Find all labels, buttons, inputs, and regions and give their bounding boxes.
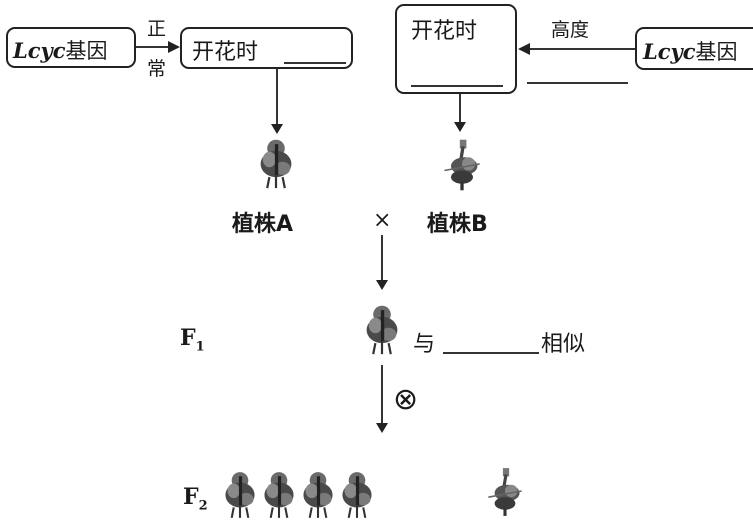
selfing-down-line bbox=[381, 365, 383, 427]
arrow-label-normal-top: 正 bbox=[147, 18, 167, 40]
f2-tall-plant-icon bbox=[486, 466, 524, 518]
selfing-down-arrowhead bbox=[376, 423, 388, 433]
left-trait-text: 开花时 bbox=[192, 40, 259, 65]
f1-letter: F bbox=[180, 325, 196, 351]
f1-similar-prefix: 与 bbox=[413, 332, 436, 357]
f2-bushy-plant-icon bbox=[302, 471, 334, 519]
cross-down-arrowhead bbox=[376, 280, 388, 290]
left-trait-blank bbox=[284, 62, 346, 64]
left-gene-arrowhead bbox=[168, 41, 180, 53]
f2-label: F2 bbox=[183, 484, 208, 513]
gene-suffix: 基因 bbox=[65, 39, 108, 63]
left-gene-label: Lcyc基因 bbox=[13, 35, 108, 65]
gene-name: Lcyc bbox=[13, 38, 66, 63]
f2-bushy-plant-icon bbox=[341, 471, 373, 519]
right-gene-arrowhead bbox=[518, 43, 530, 55]
right-gene-arrow-line bbox=[528, 48, 636, 50]
right-gene-label: Lcyc基因 bbox=[643, 36, 738, 66]
right-trait-box: 开花时 bbox=[395, 4, 517, 94]
arrow-label-height: 高度 bbox=[551, 19, 590, 41]
right-trait-text: 开花时 bbox=[411, 19, 478, 44]
f2-bushy-plant-icon bbox=[263, 471, 295, 519]
plant-a-label: 植株A bbox=[232, 212, 294, 237]
f2-subscript: 2 bbox=[198, 498, 208, 514]
right-down-line bbox=[459, 94, 461, 128]
selfing-symbol: ⊗ bbox=[393, 382, 419, 417]
left-gene-box: Lcyc基因 bbox=[6, 27, 136, 68]
left-down-arrowhead bbox=[271, 124, 283, 134]
f2-bushy-plant-icon bbox=[224, 471, 256, 519]
cross-symbol: × bbox=[373, 208, 392, 233]
plant-a-icon bbox=[259, 138, 293, 190]
plant-b-label: 植株B bbox=[427, 212, 488, 237]
cross-down-line bbox=[381, 235, 383, 285]
right-trait-blank bbox=[411, 85, 503, 87]
right-gene-box: Lcyc基因 bbox=[635, 27, 753, 70]
right-down-arrowhead bbox=[454, 122, 466, 132]
arrow-label-normal-bottom: 常 bbox=[147, 58, 167, 80]
left-down-line bbox=[276, 69, 278, 129]
left-trait-box: 开花时 bbox=[180, 27, 353, 69]
f1-similar-suffix: 相似 bbox=[541, 332, 586, 357]
gene-suffix: 基因 bbox=[695, 40, 738, 64]
f1-label: F1 bbox=[180, 325, 205, 354]
plant-b-icon bbox=[442, 138, 482, 192]
gene-name: Lcyc bbox=[643, 39, 696, 64]
left-gene-arrow-line bbox=[136, 46, 174, 48]
right-arrow-blank bbox=[527, 82, 628, 84]
f2-letter: F bbox=[183, 484, 199, 510]
f1-similar-blank bbox=[443, 352, 539, 354]
f1-plant-icon bbox=[365, 304, 399, 356]
f1-subscript: 1 bbox=[195, 339, 205, 355]
